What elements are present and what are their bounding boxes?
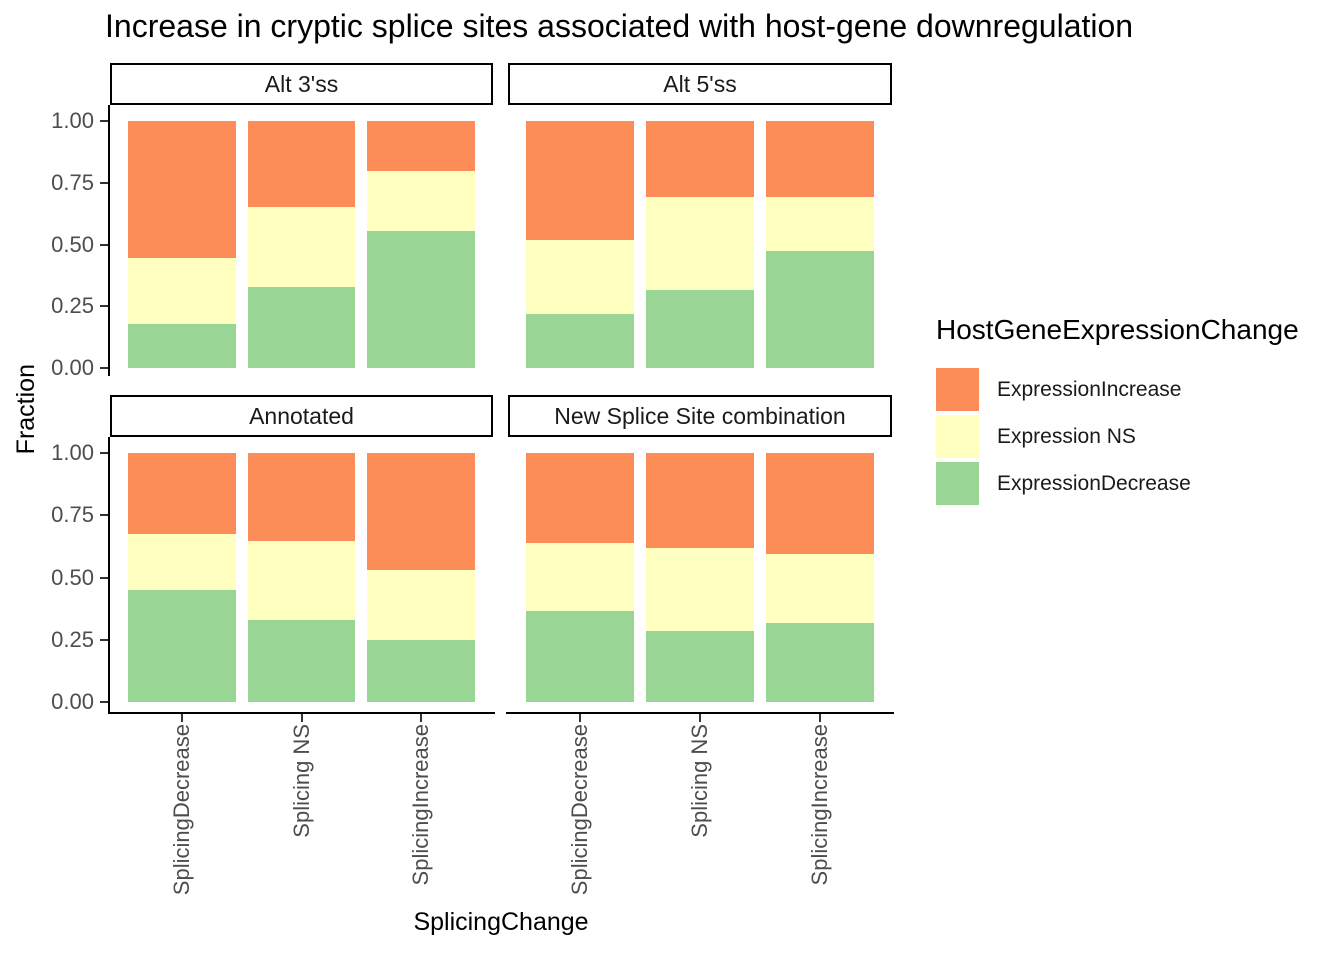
y-axis-tick-label: 0.25 [51, 293, 94, 319]
legend-key-swatch [936, 368, 979, 411]
bar-segment-expressiondecrease [247, 286, 356, 369]
bar-segment-expressionincrease [247, 120, 356, 208]
y-axis-tick [100, 576, 108, 579]
x-axis-tick [699, 714, 701, 722]
bar-segment-expression-ns [247, 207, 356, 287]
facet-strip: Annotated [110, 395, 493, 437]
y-axis-tick-label: 0.75 [51, 502, 94, 528]
x-axis-tick-label: SplicingDecrease [567, 724, 592, 896]
x-axis-tick-label: SplicingDecrease [168, 724, 194, 896]
x-axis-title: SplicingChange [413, 908, 589, 936]
x-axis-tick-label: Splicing NS [687, 724, 712, 838]
y-axis-tick-label: 0.00 [51, 355, 94, 381]
y-axis-tick-label: 0.00 [51, 688, 94, 714]
chart-title: Increase in cryptic splice sites associa… [105, 8, 1134, 44]
x-axis-tick [180, 714, 183, 722]
legend-label: Expression NS [997, 424, 1136, 448]
x-axis-tick-label: SplicingIncrease [408, 724, 434, 886]
x-axis-tick [579, 714, 581, 722]
x-axis-line [506, 712, 894, 714]
legend-label: ExpressionDecrease [997, 471, 1191, 495]
facet-strip: Alt 3'ss [110, 63, 493, 105]
bar-segment-expression-ns [367, 171, 476, 231]
bar-segment-expressiondecrease [367, 639, 476, 702]
legend-entry: ExpressionIncrease [936, 368, 1299, 411]
bar-segment-expressiondecrease [766, 250, 874, 369]
legend-entry: ExpressionDecrease [936, 462, 1299, 505]
bar-segment-expression-ns [766, 553, 874, 624]
y-axis-tick-label: 0.50 [51, 564, 94, 590]
bar-segment-expression-ns [526, 239, 634, 314]
bar-segment-expression-ns [127, 258, 236, 324]
bar-segment-expressionincrease [367, 453, 476, 571]
y-axis-line [108, 437, 110, 714]
bar-segment-expressiondecrease [646, 290, 754, 369]
bar-segment-expressiondecrease [526, 313, 634, 369]
legend-key-swatch [936, 415, 979, 458]
bar-segment-expression-ns [247, 541, 356, 620]
bar-segment-expressiondecrease [646, 630, 754, 702]
y-axis-tick [100, 638, 108, 641]
x-axis-tick [420, 714, 423, 722]
y-axis-tick-label: 0.25 [51, 626, 94, 652]
x-axis-line [108, 712, 495, 714]
y-axis-tick [100, 119, 108, 122]
bar-segment-expressionincrease [526, 453, 634, 543]
bar-segment-expressiondecrease [247, 619, 356, 702]
bar-segment-expressionincrease [367, 120, 476, 172]
x-axis-tick [819, 714, 821, 722]
bar-segment-expression-ns [646, 547, 754, 631]
bar-segment-expressionincrease [127, 120, 236, 259]
x-axis-tick-label: Splicing NS [288, 724, 314, 838]
bar-segment-expression-ns [646, 197, 754, 291]
y-axis-tick-label: 0.75 [51, 169, 94, 195]
y-axis-tick [100, 514, 108, 517]
bar-segment-expressionincrease [766, 120, 874, 198]
legend-title: HostGeneExpressionChange [936, 314, 1299, 345]
y-axis-tick [100, 181, 108, 184]
x-axis-tick-label: SplicingIncrease [807, 724, 832, 886]
bar-segment-expressiondecrease [766, 623, 874, 702]
y-axis-tick [100, 305, 108, 308]
bar-segment-expressionincrease [526, 120, 634, 240]
y-axis-tick [100, 700, 108, 703]
y-axis-tick [100, 452, 108, 455]
facet-strip: New Splice Site combination [508, 395, 892, 437]
bar-segment-expressiondecrease [127, 323, 236, 369]
facet-strip: Alt 5'ss [508, 63, 892, 105]
bar-segment-expressiondecrease [526, 611, 634, 702]
bar-segment-expression-ns [127, 534, 236, 590]
legend-label: ExpressionIncrease [997, 377, 1182, 401]
y-axis-line [108, 105, 110, 377]
bar-segment-expressionincrease [247, 453, 356, 542]
bar-segment-expression-ns [367, 570, 476, 640]
bar-segment-expression-ns [526, 542, 634, 612]
x-axis-tick [300, 714, 303, 722]
bar-segment-expressiondecrease [367, 230, 476, 369]
bar-segment-expressionincrease [646, 453, 754, 548]
y-axis-tick-label: 0.50 [51, 231, 94, 257]
y-axis-tick-label: 1.00 [51, 440, 94, 466]
bar-segment-expressionincrease [646, 120, 754, 198]
y-axis-tick [100, 367, 108, 370]
legend-entry: Expression NS [936, 415, 1299, 458]
bar-segment-expressionincrease [766, 453, 874, 554]
y-axis-tick [100, 243, 108, 246]
legend: HostGeneExpressionChange ExpressionIncre… [936, 314, 1299, 509]
bar-segment-expressionincrease [127, 453, 236, 535]
bar-segment-expressiondecrease [127, 589, 236, 702]
y-axis-tick-label: 1.00 [51, 107, 94, 133]
bar-segment-expression-ns [766, 197, 874, 251]
legend-key-swatch [936, 462, 979, 505]
